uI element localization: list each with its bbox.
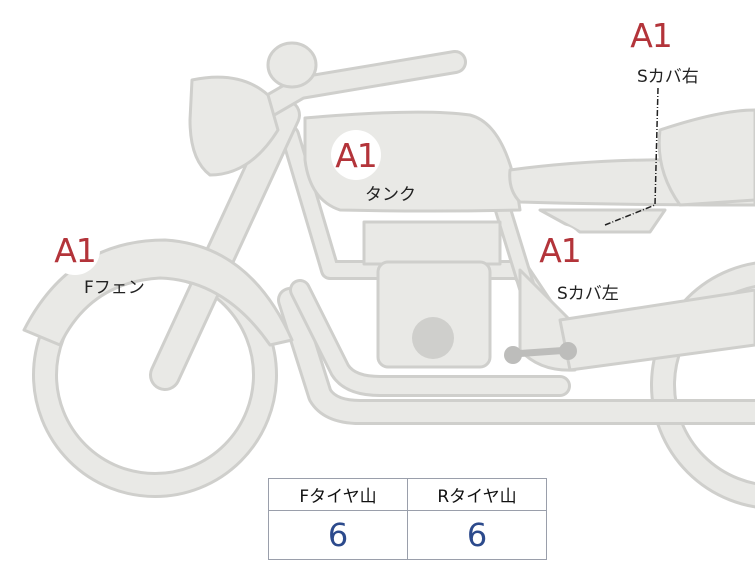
side-cover-right — [538, 208, 667, 234]
rear-tire-value: 6 — [407, 510, 547, 560]
part-label-side-cover-right: Sカバ右 — [637, 67, 699, 87]
engine — [362, 220, 502, 266]
part-label-front-fender: Fフェン — [84, 278, 145, 298]
headlight — [188, 75, 280, 177]
front-tire-header: Fタイヤ山 — [268, 478, 408, 511]
rear-tire-header: Rタイヤ山 — [407, 478, 547, 511]
grade-badge-tank: A1 — [331, 130, 381, 180]
part-label-side-cover-left: Sカバ左 — [557, 284, 619, 304]
front-tire-value: 6 — [268, 510, 408, 560]
grade-badge-front-fender: A1 — [50, 225, 100, 275]
grade-badge-side-cover-right: A1 — [626, 10, 676, 60]
part-label-tank: タンク — [365, 185, 416, 205]
grade-badge-side-cover-left: A1 — [535, 225, 585, 275]
tire-tread-table: Fタイヤ山 Rタイヤ山 6 6 — [268, 478, 547, 560]
